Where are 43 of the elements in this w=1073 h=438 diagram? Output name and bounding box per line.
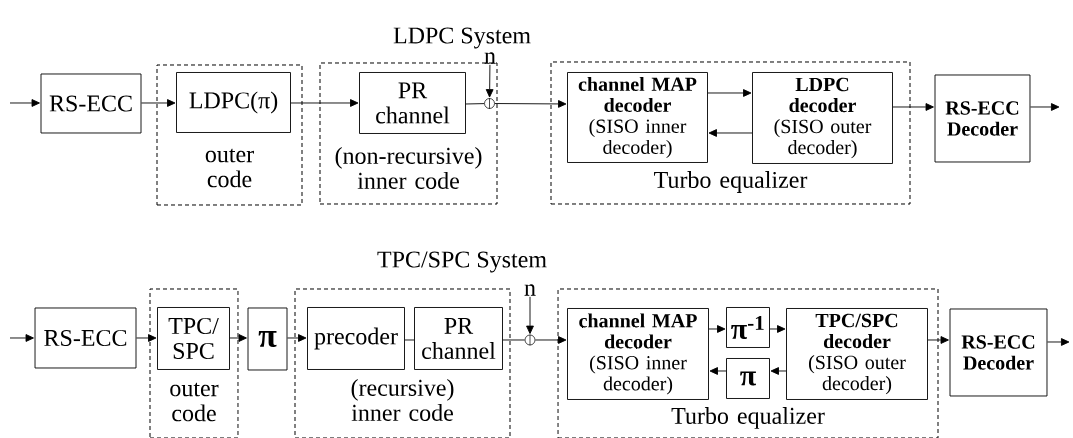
arrow xyxy=(1047,338,1070,346)
noise-label: n xyxy=(484,52,496,64)
summing-junction xyxy=(524,334,536,346)
summing-junction xyxy=(484,97,495,110)
arrow xyxy=(9,334,34,342)
block-box: PR channel xyxy=(359,72,466,134)
arrow xyxy=(709,367,727,375)
arrow xyxy=(290,99,359,107)
arrow xyxy=(229,334,247,342)
arrow xyxy=(1030,103,1060,111)
block-box: RS-ECC xyxy=(40,73,142,134)
arrow xyxy=(769,325,786,333)
arrow xyxy=(485,64,494,98)
arrow xyxy=(770,367,787,375)
interleaver-box: π$^{-1}$ xyxy=(726,307,770,348)
system-title: LDPC System xyxy=(393,27,531,49)
decoder-box: RS-ECC Decoder xyxy=(949,308,1048,397)
arrow xyxy=(494,100,567,108)
arrow xyxy=(287,334,307,342)
arrow xyxy=(136,334,157,342)
decoder-box: channel MAP decoder (SISO inner decoder) xyxy=(567,308,709,400)
decoder-box: LDPC decoder (SISO outer decoder) xyxy=(752,72,893,164)
block-box: TPC/ SPC xyxy=(157,307,230,370)
arrow xyxy=(892,103,934,111)
block-box: RS-ECC xyxy=(34,307,137,369)
arrow xyxy=(707,89,752,97)
decoder-box: TPC/SPC decoder (SISO outer decoder) xyxy=(786,308,928,400)
noise-label: n xyxy=(524,284,536,296)
arrow xyxy=(708,129,753,137)
decoder-box: channel MAP decoder (SISO inner decoder) xyxy=(567,72,708,163)
interleaver-box: π xyxy=(247,307,288,371)
block-box: PR channel xyxy=(414,307,503,370)
arrow xyxy=(526,296,534,334)
arrow xyxy=(534,336,567,344)
decoder-box: RS-ECC Decoder xyxy=(934,74,1031,163)
arrow xyxy=(708,325,726,333)
system-title: TPC/SPC System xyxy=(377,251,547,273)
block-box: precoder xyxy=(307,307,405,370)
arrow xyxy=(927,336,949,344)
block-box: LDPC(π) xyxy=(176,72,291,133)
arrow xyxy=(141,99,176,107)
interleaver-box: π xyxy=(726,358,770,399)
arrow xyxy=(9,99,40,107)
